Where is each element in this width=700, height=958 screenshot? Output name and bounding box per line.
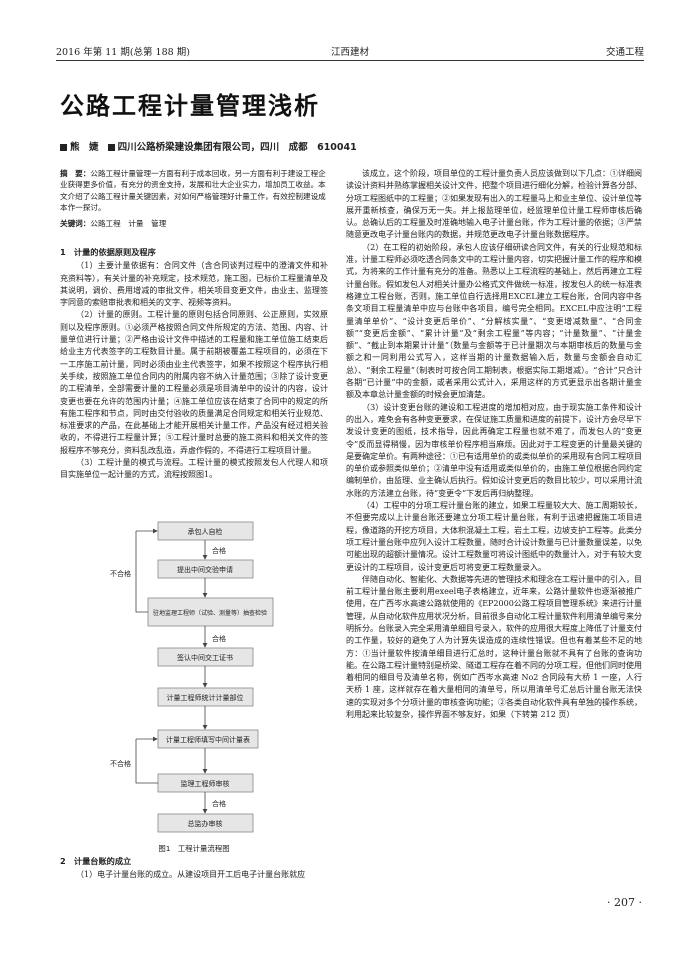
issue-info: 2016 年第 11 期(总第 188 期) bbox=[56, 47, 190, 58]
header-rule bbox=[56, 60, 644, 61]
paragraph: （2）在工程的初始阶段，承包人应该仔细研读合同文件，有关的行业规范和标准，计量工… bbox=[346, 242, 642, 400]
paragraph: （3）工程计量的模式与流程。工程计量的模式按照发包人代理人和项目实施单位一起计量… bbox=[60, 458, 328, 480]
paragraph: （4）工程中的分项工程计量台账的建立，如果工程量较大大、施工周期较长，不但要完成… bbox=[346, 501, 642, 572]
left-column-bottom: 2 计量台账的成立 （1）电子计量台账的成立。从建设项目开工后电子计量台账就应 bbox=[60, 853, 328, 882]
fail-loop-line bbox=[135, 739, 158, 784]
flow-step-box bbox=[157, 813, 254, 833]
square-bullet-icon bbox=[107, 144, 115, 151]
fail-label: 不合格 bbox=[110, 759, 131, 768]
running-header: 2016 年第 11 期(总第 188 期) 江西建材 交通工程 bbox=[56, 44, 644, 60]
flow-step-box bbox=[157, 647, 254, 667]
flow-step-label: 计量工程师统计计量部位 bbox=[167, 693, 244, 702]
pass-label: 合格 bbox=[212, 799, 226, 808]
abstract: 摘 要：公路工程计量管理一方面有利于成本回收，另一方面有利于建设工程企业获得更多… bbox=[60, 168, 328, 214]
article-title: 公路工程计量管理浅析 bbox=[60, 92, 320, 120]
paragraph: （1）电子计量台账的成立。从建设项目开工后电子计量台账就应 bbox=[76, 870, 306, 880]
flow-step-label: 承包人自检 bbox=[188, 527, 223, 536]
fail-loop-line bbox=[135, 531, 148, 613]
figure-caption: 图1 工程计量流程图 bbox=[158, 844, 230, 853]
paragraph: （3）设计变更台账的建设和工程进度的增加相对应，由于现实施工条件和设计的出入，难… bbox=[346, 402, 642, 498]
author-line: 熊 婕 四川公路桥梁建设集团有限公司，四川 成都 610041 bbox=[60, 139, 357, 153]
pass-label: 合格 bbox=[212, 546, 226, 555]
paragraph: 该成立，这个阶段，项目单位的工程计量负责人员应该做到以下几点：①详细阅读设计资料… bbox=[346, 169, 642, 240]
keywords: 关键词：公路工程 计量 管理 bbox=[60, 218, 328, 229]
flow-step-box bbox=[157, 687, 254, 707]
left-column: 1 计量的依据原则及程序 （1）主要计量依据有：合同文件（含合同谈判过程中的澄清… bbox=[60, 244, 328, 482]
section-heading-2: 2 计量台账的成立 bbox=[60, 856, 132, 866]
keywords-text: 公路工程 计量 管理 bbox=[90, 219, 167, 228]
pass-label: 合格 bbox=[212, 634, 226, 643]
flow-step-label: 驻地监理工程师（试验、测量等）抽查检验 bbox=[153, 609, 267, 617]
abstract-label: 摘 要： bbox=[60, 169, 91, 178]
flow-step-label: 计量工程师填写中间计量表 bbox=[166, 735, 250, 744]
paragraph: （2）计量的原则。工程计量的原则包括合同原则、公正原则，实效原则以及程序原则。①… bbox=[60, 310, 328, 455]
flow-step-box bbox=[157, 521, 254, 541]
flow-step-box bbox=[147, 597, 274, 627]
paragraph: 伴随自动化、智能化、大数据等先进的管理技术和理念在工程计量中的引入，目前工程计量… bbox=[346, 574, 642, 720]
page-number: · 207 · bbox=[607, 896, 642, 909]
abstract-text: 公路工程计量管理一方面有利于成本回收，另一方面有利于建设工程企业获得更多价值，有… bbox=[60, 169, 326, 213]
section-name: 交通工程 bbox=[605, 47, 644, 58]
flow-step-label: 总监办审核 bbox=[188, 819, 223, 828]
flow-step-label: 提出中间交验申请 bbox=[177, 565, 233, 574]
author-name: 熊 婕 bbox=[70, 142, 99, 153]
section-heading-1: 1 计量的依据原则及程序 bbox=[60, 247, 156, 257]
right-column: 该成立，这个阶段，项目单位的工程计量负责人员应该做到以下几点：①详细阅读设计资料… bbox=[346, 168, 642, 721]
flow-step-label: 监理工程师审核 bbox=[181, 779, 230, 788]
journal-name: 江西建材 bbox=[330, 47, 369, 58]
square-bullet-icon bbox=[60, 144, 67, 151]
flow-step-label: 签认中间交工证书 bbox=[177, 653, 233, 662]
flow-step-box bbox=[157, 559, 254, 579]
paragraph: （1）主要计量依据有：合同文件（含合同谈判过程中的澄清文件和补充资料等），有关计… bbox=[60, 261, 328, 308]
keywords-label: 关键词： bbox=[60, 219, 91, 228]
flowchart: 承包人自检 提出中间交验申请 驻地监理工程师（试验、测量等）抽查检验 签认中间交… bbox=[110, 521, 274, 833]
flow-step-box bbox=[157, 729, 259, 749]
fail-label: 不合格 bbox=[110, 569, 131, 578]
author-affiliation: 四川公路桥梁建设集团有限公司，四川 成都 610041 bbox=[117, 142, 357, 153]
